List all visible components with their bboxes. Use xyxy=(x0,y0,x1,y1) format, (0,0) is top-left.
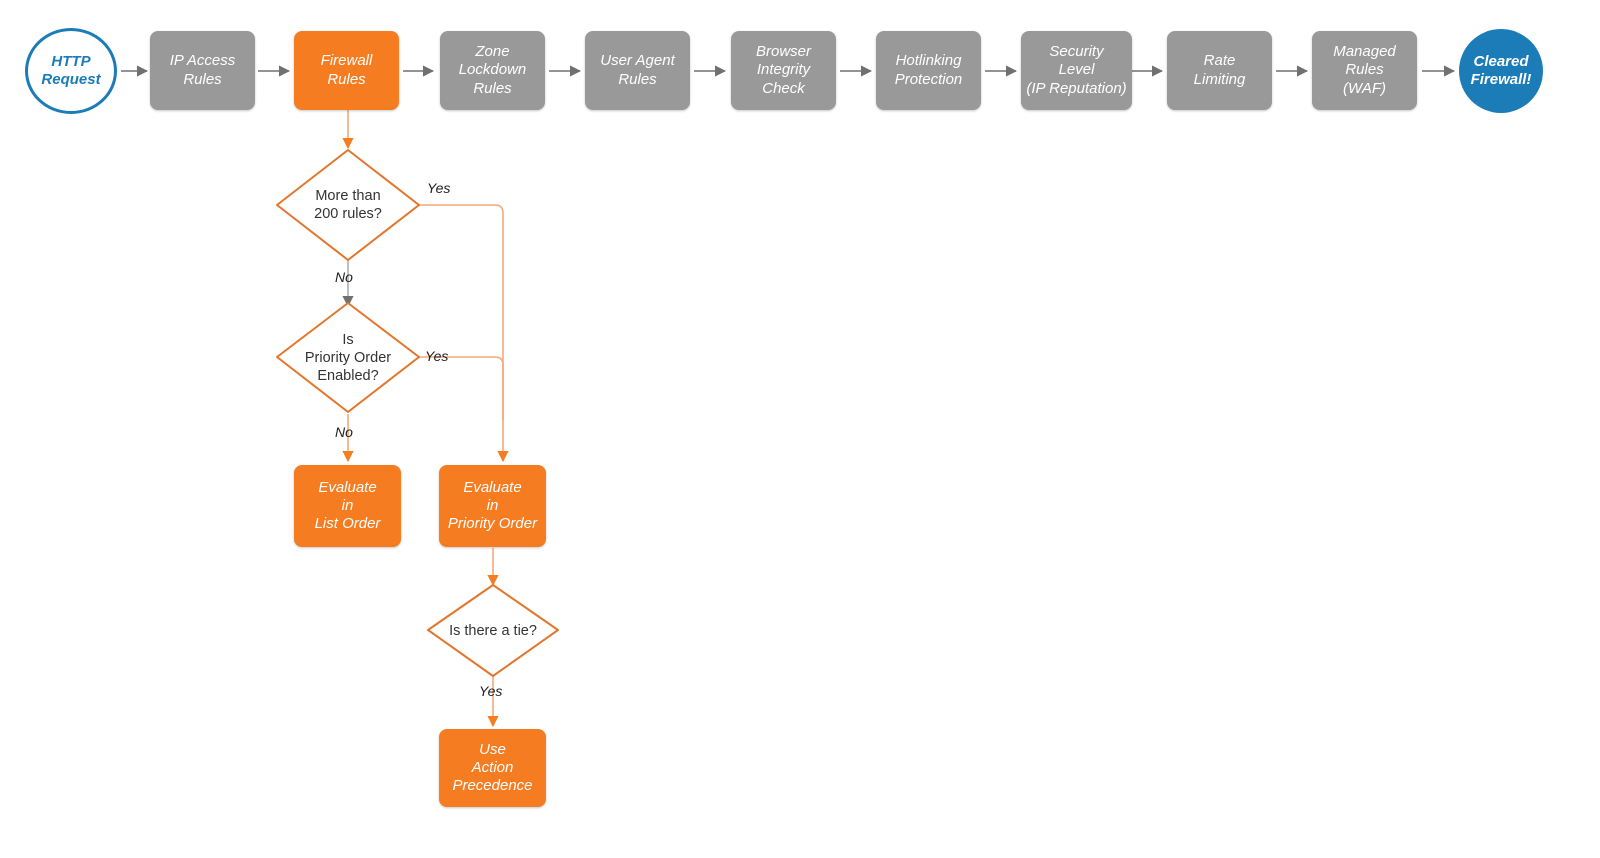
edge-label-tie-yes: Yes xyxy=(479,683,503,699)
process-rate-limiting-label: Rate Limiting xyxy=(1193,52,1246,88)
terminator-cleared-firewall[interactable]: Cleared Firewall! xyxy=(1459,29,1543,113)
terminator-http-request[interactable]: HTTP Request xyxy=(25,28,117,114)
decision-is-priority-order-enabled[interactable]: Is Priority Order Enabled? xyxy=(277,303,419,413)
process-managed-rules-waf[interactable]: Managed Rules (WAF) xyxy=(1312,31,1417,110)
process-zone-lockdown-rules-label: Zone Lockdown Rules xyxy=(458,43,527,97)
process-managed-rules-waf-label: Managed Rules (WAF) xyxy=(1333,43,1396,97)
process-security-level[interactable]: Security Level (IP Reputation) xyxy=(1021,31,1132,110)
process-browser-integrity-check-label: Browser Integrity Check xyxy=(755,43,811,97)
outcome-evaluate-in-list-order[interactable]: Evaluate in List Order xyxy=(294,465,401,547)
decision-is-there-a-tie-label: Is there a tie? xyxy=(449,622,537,639)
edge-d1-yes-to-priority xyxy=(419,204,509,463)
process-firewall-rules[interactable]: Firewall Rules xyxy=(294,31,399,110)
process-user-agent-rules[interactable]: User Agent Rules xyxy=(585,31,690,110)
terminator-http-request-label: HTTP Request xyxy=(41,52,101,88)
decision-is-there-a-tie[interactable]: Is there a tie? xyxy=(428,585,558,677)
outcome-use-action-precedence-label: Use Action Precedence xyxy=(452,740,533,795)
process-rate-limiting[interactable]: Rate Limiting xyxy=(1167,31,1272,110)
process-ip-access-rules[interactable]: IP Access Rules xyxy=(150,31,255,110)
edge-label-more-than-200-no: No xyxy=(335,269,353,285)
decision-more-than-200-rules-label: More than 200 rules? xyxy=(314,187,382,222)
process-user-agent-rules-label: User Agent Rules xyxy=(600,52,675,88)
decision-is-priority-order-enabled-label: Is Priority Order Enabled? xyxy=(304,331,392,385)
process-ip-access-rules-label: IP Access Rules xyxy=(169,52,236,88)
outcome-evaluate-in-list-order-label: Evaluate in List Order xyxy=(314,478,381,533)
outcome-use-action-precedence[interactable]: Use Action Precedence xyxy=(439,729,546,807)
edge-label-priority-order-no: No xyxy=(335,424,353,440)
process-hotlinking-protection-label: Hotlinking Protection xyxy=(894,52,963,88)
edge-d2-yes-to-priority xyxy=(419,356,504,420)
outcome-evaluate-in-priority-order-label: Evaluate in Priority Order xyxy=(447,478,538,533)
process-zone-lockdown-rules[interactable]: Zone Lockdown Rules xyxy=(440,31,545,110)
outcome-evaluate-in-priority-order[interactable]: Evaluate in Priority Order xyxy=(439,465,546,547)
process-hotlinking-protection[interactable]: Hotlinking Protection xyxy=(876,31,981,110)
decision-more-than-200-rules[interactable]: More than 200 rules? xyxy=(277,150,419,260)
edge-label-priority-order-yes: Yes xyxy=(425,348,449,364)
process-browser-integrity-check[interactable]: Browser Integrity Check xyxy=(731,31,836,110)
process-firewall-rules-label: Firewall Rules xyxy=(320,52,373,88)
process-security-level-label: Security Level (IP Reputation) xyxy=(1026,43,1127,97)
terminator-cleared-firewall-label: Cleared Firewall! xyxy=(1470,52,1532,88)
edge-label-more-than-200-yes: Yes xyxy=(427,180,451,196)
